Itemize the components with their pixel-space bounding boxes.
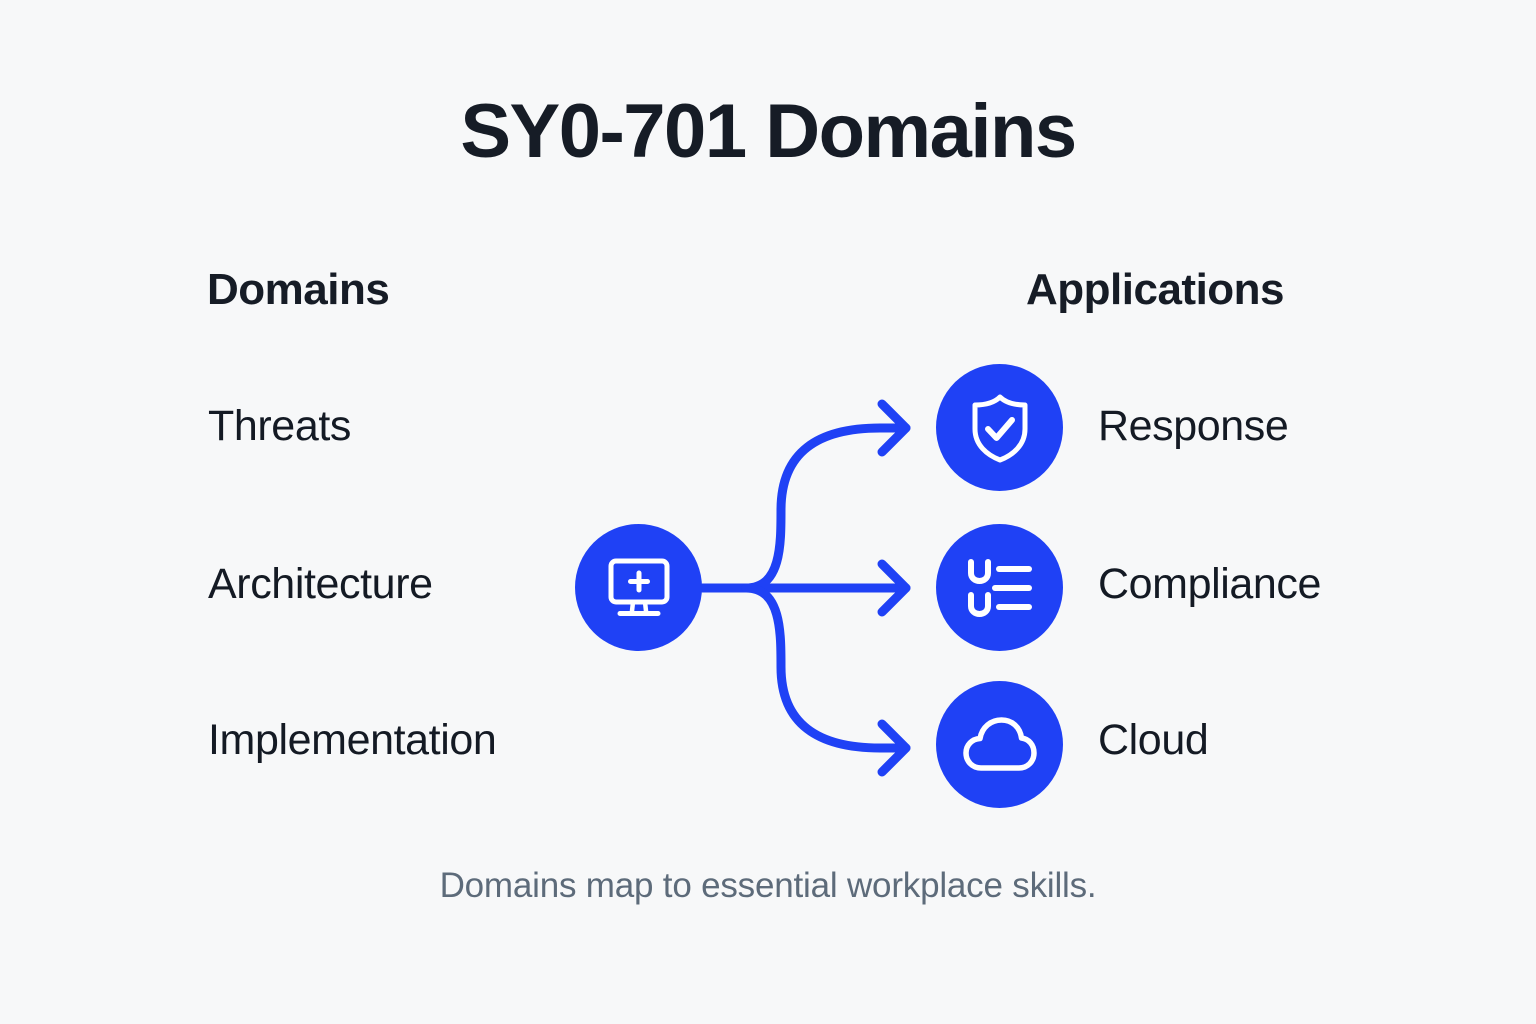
page-title: SY0-701 Domains xyxy=(460,89,1077,174)
application-label-compliance: Compliance xyxy=(1098,560,1322,608)
application-node-compliance[interactable] xyxy=(936,524,1063,651)
shield-check-icon xyxy=(969,393,1031,463)
domain-item-implementation: Implementation xyxy=(208,716,497,764)
domain-item-architecture: Architecture xyxy=(208,560,433,608)
hub-node[interactable] xyxy=(575,524,702,651)
connector-to-cloud xyxy=(741,583,911,753)
connector-to-response xyxy=(741,423,911,593)
caption-text: Domains map to essential workplace skill… xyxy=(439,866,1097,905)
checklist-icon xyxy=(966,556,1034,620)
application-label-cloud: Cloud xyxy=(1098,716,1209,764)
application-label-response: Response xyxy=(1098,402,1289,450)
arrowhead-response xyxy=(877,399,911,457)
application-node-response[interactable] xyxy=(936,364,1063,491)
monitor-plus-icon xyxy=(605,556,673,620)
column-header-applications: Applications xyxy=(1026,265,1285,314)
domain-item-threats: Threats xyxy=(208,402,351,450)
arrowhead-cloud xyxy=(877,719,911,777)
arrowhead-compliance xyxy=(877,559,911,617)
cloud-icon xyxy=(962,716,1038,773)
column-header-domains: Domains xyxy=(207,265,390,314)
application-node-cloud[interactable] xyxy=(936,681,1063,808)
